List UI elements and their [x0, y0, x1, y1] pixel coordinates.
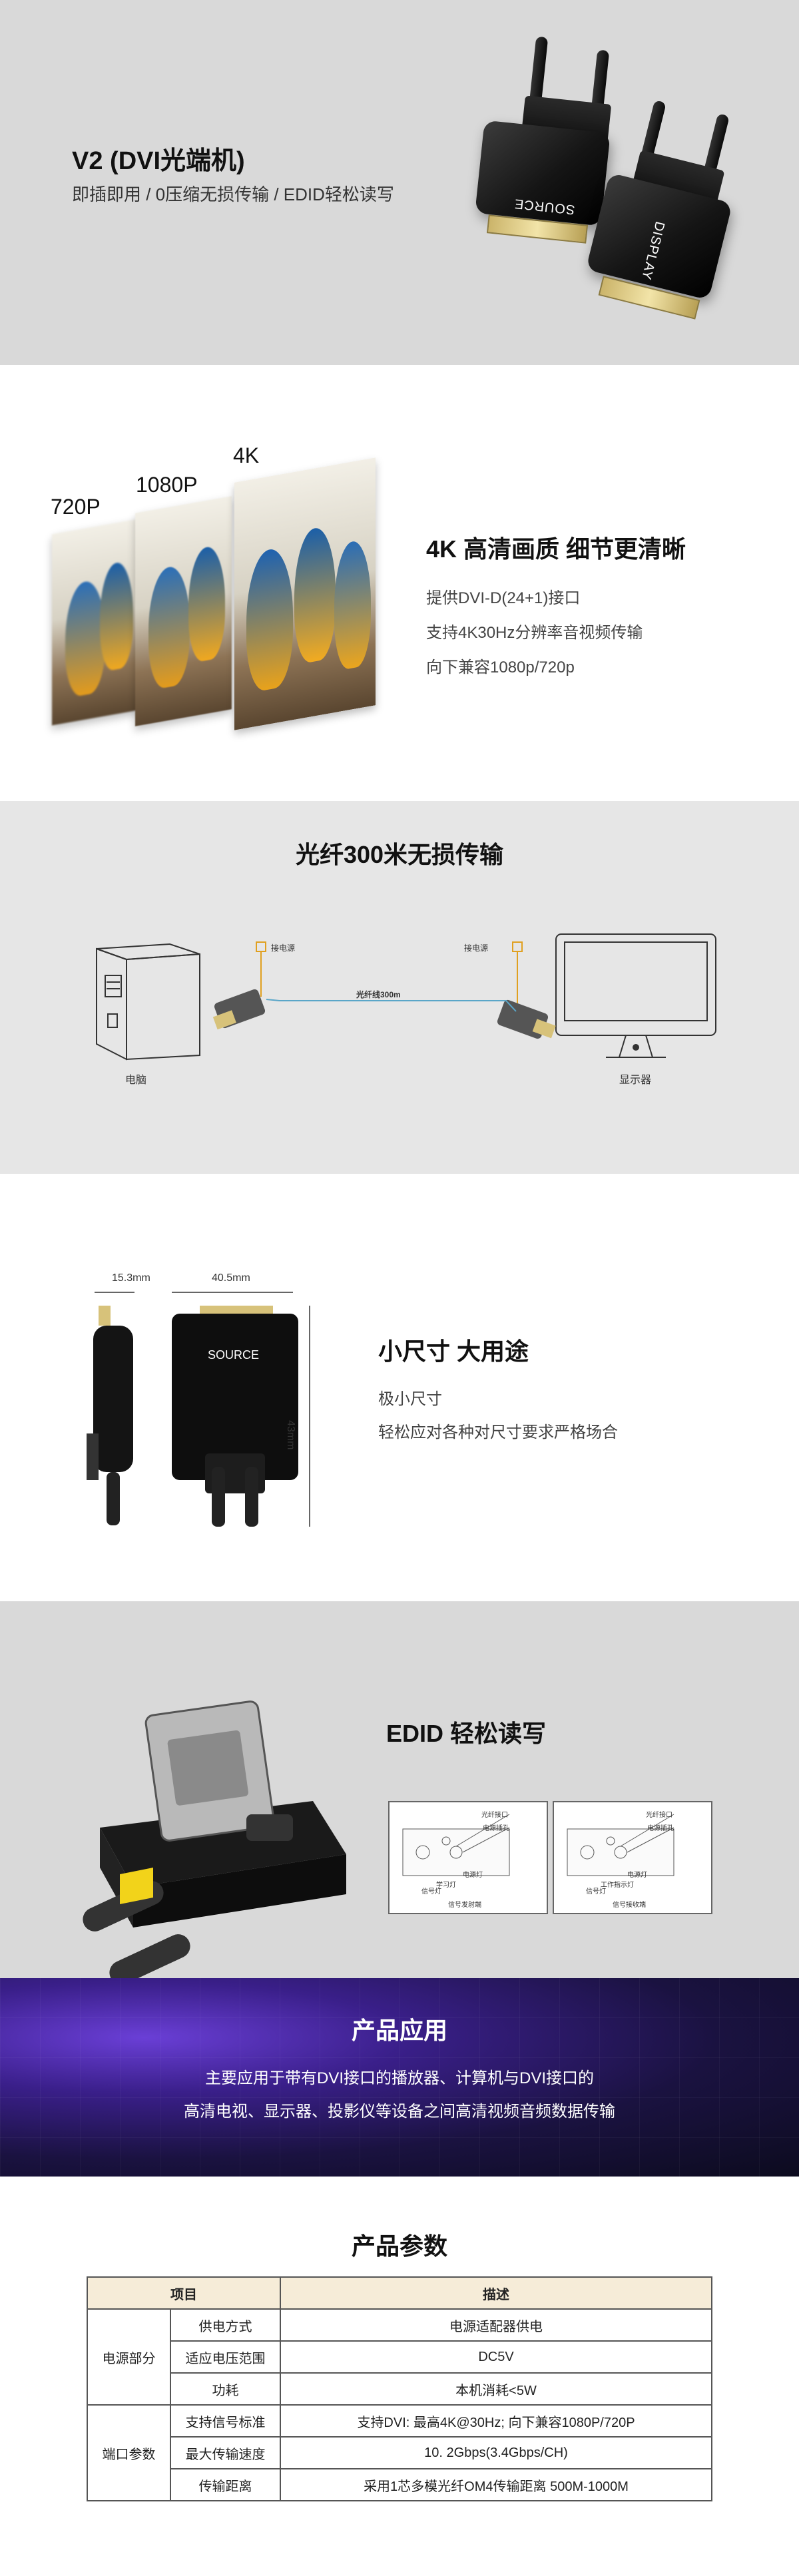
hero-subtitle: 即插即用 / 0压缩无损传输 / EDID轻松读写	[72, 184, 394, 204]
params-heading: 产品参数	[351, 2232, 447, 2260]
size-line-2: 轻松应对各种对尺寸要求严格场合	[378, 1423, 618, 1441]
edid-heading: EDID 轻松读写	[386, 1720, 547, 1747]
header-desc: 描述	[280, 2276, 712, 2310]
resolution-line-3: 向下兼容1080p/720p	[426, 658, 575, 676]
hero-section: V2 (DVI光端机) 即插即用 / 0压缩无损传输 / EDID轻松读写 SO…	[0, 0, 799, 365]
res-label-1080p: 1080P	[136, 473, 198, 497]
transmitter-panel: 光纤接口 电源插孔 学习灯 电源灯 信号灯 信号发射端	[388, 1801, 548, 1914]
tx-power-light-label: 电源灯	[463, 1872, 483, 1879]
group-name: 电源部分	[87, 2308, 171, 2406]
resolution-section: 720P 1080P 4K 4K 高清画质 细节更清晰 提供DVI-D(24+1…	[0, 365, 799, 801]
application-section: 产品应用 主要应用于带有DVI接口的播放器、计算机与DVI接口的 高清电视、显示…	[0, 1978, 799, 2177]
fiber-line-label: 光纤线300m	[356, 990, 401, 999]
row-desc: DC5V	[280, 2340, 712, 2374]
rx-fiber-port-label: 光纤接口	[646, 1812, 672, 1819]
monitor-icon	[555, 933, 716, 1058]
receiver-panel: 光纤接口 电源插孔 电源灯 工作指示灯 信号灯 信号接收端	[553, 1801, 712, 1914]
size-section: 15.3mm 40.5mm 43mm SOURCE 小尺寸 大用途 极小尺寸 轻…	[0, 1174, 799, 1601]
row-desc: 采用1芯多模光纤OM4传输距离 500M-1000M	[280, 2468, 712, 2501]
fiber-diagram	[96, 933, 716, 1061]
table-header-row: 项目 描述	[87, 2276, 712, 2310]
res-label-4k: 4K	[233, 443, 260, 467]
size-diagram	[87, 1292, 310, 1527]
tx-caption: 信号发射端	[448, 1902, 481, 1909]
front-source-label: SOURCE	[208, 1348, 260, 1362]
table-row: 端口参数 支持信号标准 支持DVI: 最高4K@30Hz; 向下兼容1080P/…	[87, 2404, 712, 2501]
size-line-1: 极小尺寸	[378, 1390, 442, 1408]
pc-label: 电脑	[125, 1075, 147, 1086]
table-row: 最大传输速度 10. 2Gbps(3.4Gbps/CH)	[87, 2436, 712, 2469]
fiber-section: 光纤300米无损传输	[0, 801, 799, 1174]
fiber-heading: 光纤300米无损传输	[295, 841, 504, 868]
res-label-720p: 720P	[51, 495, 101, 519]
params-table: 项目 描述 电源部分 供电方式 电源适配器供电 适应电压范围 DC5V 功耗 本…	[87, 2276, 712, 2501]
tx-fiber-port-label: 光纤接口	[481, 1812, 508, 1819]
resolution-line-2: 支持4K30Hz分辨率音视频传输	[426, 624, 643, 642]
table-row: 功耗 本机消耗<5W	[87, 2372, 712, 2406]
front-view	[172, 1292, 310, 1527]
table-row: 电源部分 供电方式 电源适配器供电	[87, 2308, 712, 2406]
transmitter-small-icon	[212, 989, 266, 1030]
front-width-label: 40.5mm	[212, 1272, 250, 1284]
side-view	[87, 1292, 134, 1525]
display-receiver-image: DISPLAY	[585, 93, 746, 340]
resolution-heading: 4K 高清画质 细节更清晰	[426, 535, 686, 563]
row-desc: 电源适配器供电	[280, 2308, 712, 2342]
row-desc: 10. 2Gbps(3.4Gbps/CH)	[280, 2436, 712, 2469]
edid-device-image	[83, 1700, 346, 1978]
photo-4k	[234, 457, 376, 730]
application-heading: 产品应用	[351, 2017, 447, 2044]
row-item: 功耗	[170, 2372, 281, 2406]
rx-power-hole-label: 电源插孔	[647, 1825, 674, 1832]
row-item: 支持信号标准	[170, 2404, 281, 2438]
rx-power-light-label: 电源灯	[627, 1872, 647, 1879]
header-item: 项目	[87, 2276, 281, 2310]
row-item: 最大传输速度	[170, 2436, 281, 2469]
tx-study-light-label: 学习灯	[436, 1882, 456, 1889]
table-row: 适应电压范围 DC5V	[87, 2340, 712, 2374]
rx-signal-light-label: 信号灯	[586, 1888, 606, 1896]
resolution-line-1: 提供DVI-D(24+1)接口	[426, 589, 581, 607]
params-section: 产品参数 项目 描述 电源部分 供电方式 电源适配器供电 适应电压范围 DC5V…	[0, 2177, 799, 2576]
row-desc: 支持DVI: 最高4K@30Hz; 向下兼容1080P/720P	[280, 2404, 712, 2438]
group-name: 端口参数	[87, 2404, 171, 2501]
power-left-label: 接电源	[271, 943, 296, 953]
pc-icon	[96, 943, 200, 1061]
side-width-label: 15.3mm	[112, 1272, 150, 1284]
tx-signal-light-label: 信号灯	[421, 1888, 441, 1896]
size-heading: 小尺寸 大用途	[378, 1338, 529, 1365]
row-item: 供电方式	[170, 2308, 281, 2342]
power-right-label: 接电源	[464, 943, 489, 953]
hero-title: V2 (DVI光端机)	[72, 147, 245, 175]
receiver-small-icon	[497, 999, 556, 1039]
rx-work-light-label: 工作指示灯	[601, 1882, 634, 1889]
edid-section: EDID 轻松读写 光纤接口 电源插孔 学习灯 电源灯 信号灯 信号发射端 光纤…	[0, 1601, 799, 1978]
monitor-label: 显示器	[619, 1075, 652, 1086]
row-item: 传输距离	[170, 2468, 281, 2501]
photo-1080p	[135, 496, 232, 726]
photo-720p	[52, 519, 138, 726]
height-label: 43mm	[285, 1420, 296, 1450]
application-line-2: 高清电视、显示器、投影仪等设备之间高清视频音频数据传输	[184, 2103, 615, 2121]
table-row: 传输距离 采用1芯多模光纤OM4传输距离 500M-1000M	[87, 2468, 712, 2501]
row-item: 适应电压范围	[170, 2340, 281, 2374]
application-line-1: 主要应用于带有DVI接口的播放器、计算机与DVI接口的	[204, 2069, 594, 2087]
rx-caption: 信号接收端	[613, 1902, 646, 1909]
row-desc: 本机消耗<5W	[280, 2372, 712, 2406]
tx-power-hole-label: 电源插孔	[483, 1825, 509, 1832]
